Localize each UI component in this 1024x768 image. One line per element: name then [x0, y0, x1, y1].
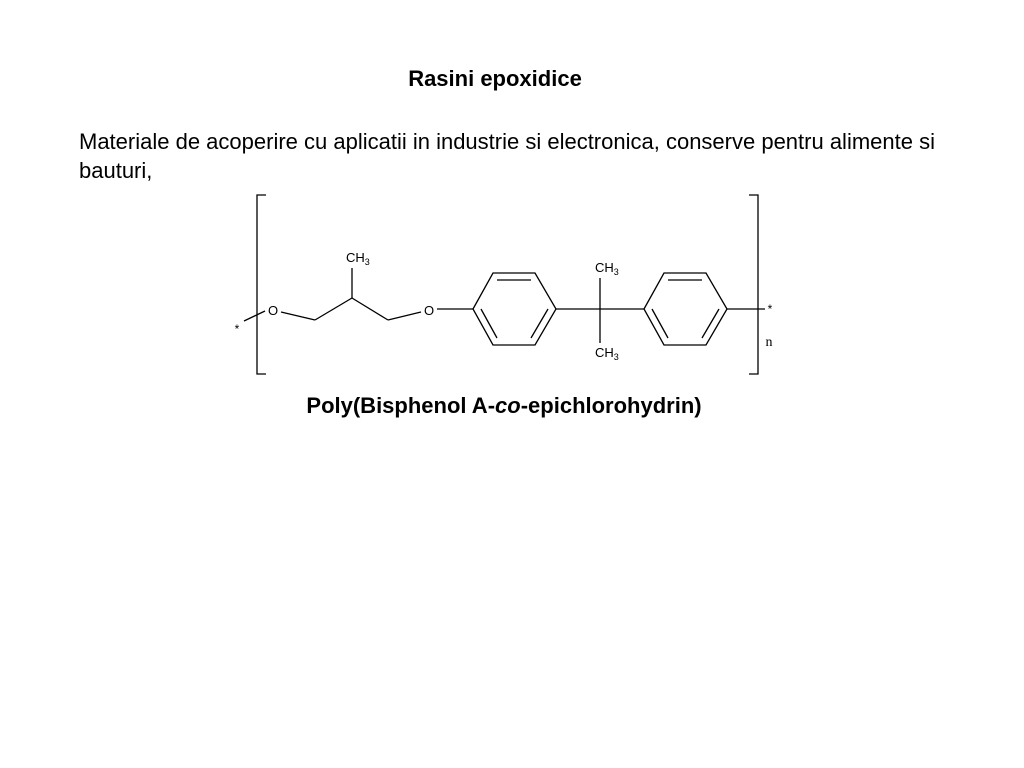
benzene-ring-2	[643, 272, 728, 346]
oxygen-label-right: O	[424, 303, 434, 318]
methyl-label-chain: CH3	[346, 250, 370, 267]
bond-o1-ch2	[280, 311, 316, 321]
methyl-label-chain-main: CH	[346, 250, 365, 265]
oxygen-label-left: O	[268, 303, 278, 318]
caption-suffix: -epichlorohydrin)	[520, 393, 702, 418]
right-bracket	[749, 194, 759, 375]
bond-end-to-o1	[243, 310, 266, 322]
benzene-ring-1	[472, 272, 557, 346]
slide-body-text: Materiale de acoperire cu aplicatii in i…	[79, 129, 935, 183]
methyl-label-quat-top: CH3	[595, 260, 619, 277]
methyl-label-quat-bottom-sub: 3	[614, 352, 619, 362]
ring2-double-bond-c	[701, 308, 720, 339]
repeat-index-label: n	[766, 335, 773, 350]
slide-title: Rasini epoxidice	[408, 66, 582, 91]
caption-italic: co	[495, 393, 521, 418]
methyl-label-quat-top-sub: 3	[614, 267, 619, 277]
ring1-double-bond-c	[530, 308, 549, 339]
methyl-label-quat-top-main: CH	[595, 260, 614, 275]
bond-ch2-o2	[387, 311, 422, 321]
caption-prefix: Poly(Bisphenol A-	[306, 393, 496, 418]
left-bracket	[256, 194, 266, 375]
chain-end-right-marker: *	[768, 302, 773, 316]
ring1-double-bond-b	[480, 308, 498, 339]
chain-end-left-marker: *	[235, 322, 240, 336]
polymer-caption: Poly(Bisphenol A-co-epichlorohydrin)	[0, 393, 1008, 419]
bond-ch-ch2	[351, 297, 389, 321]
ring2-double-bond-b	[651, 308, 669, 339]
bond-ch2-ch	[314, 297, 353, 321]
methyl-label-quat-bottom: CH3	[595, 345, 619, 362]
methyl-label-quat-bottom-main: CH	[595, 345, 614, 360]
methyl-label-chain-sub: 3	[365, 257, 370, 267]
